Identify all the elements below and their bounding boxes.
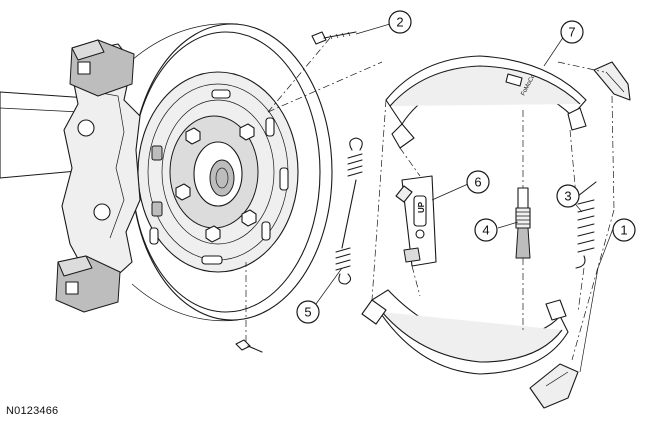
svg-text:1: 1 <box>620 223 627 238</box>
svg-text:6: 6 <box>474 175 481 190</box>
figure-id-caption: N0123466 <box>6 405 59 417</box>
hold-down-clip-upper <box>593 61 631 101</box>
svg-text:4: 4 <box>482 223 489 238</box>
caliper-bracket-upper <box>69 39 135 97</box>
callout-7: 7 <box>560 20 584 44</box>
callout-1: 1 <box>612 218 636 242</box>
rotor-screw-upper <box>311 31 357 45</box>
upper-spring <box>575 181 597 269</box>
screw-centerline-upper <box>267 37 331 113</box>
callout-5: 5 <box>296 300 320 324</box>
adjuster-up-marking: UP <box>417 201 426 213</box>
assembly-lines <box>267 61 615 361</box>
callout-2: 2 <box>388 10 412 34</box>
callout-4: 4 <box>474 218 498 242</box>
brake-shoe-lower <box>361 289 569 375</box>
knuckle <box>61 43 141 283</box>
parking-brake-lever: UP <box>395 175 437 267</box>
svg-text:5: 5 <box>304 305 311 320</box>
callout-3: 3 <box>556 184 580 208</box>
anchor-bolts <box>151 145 163 217</box>
adjuster-screw <box>515 187 531 259</box>
svg-text:3: 3 <box>564 189 571 204</box>
caliper-bracket-lower <box>55 255 121 313</box>
leader-lines <box>315 23 615 373</box>
wheel-studs <box>175 123 257 243</box>
callout-6: 6 <box>466 170 490 194</box>
svg-text:2: 2 <box>396 15 403 30</box>
rotor-screw-lower <box>235 339 263 353</box>
hold-down-clip-lower <box>529 363 579 409</box>
brake-shoe-upper: FoMoCo <box>385 55 587 149</box>
svg-text:7: 7 <box>568 25 575 40</box>
lower-spring <box>335 137 363 285</box>
